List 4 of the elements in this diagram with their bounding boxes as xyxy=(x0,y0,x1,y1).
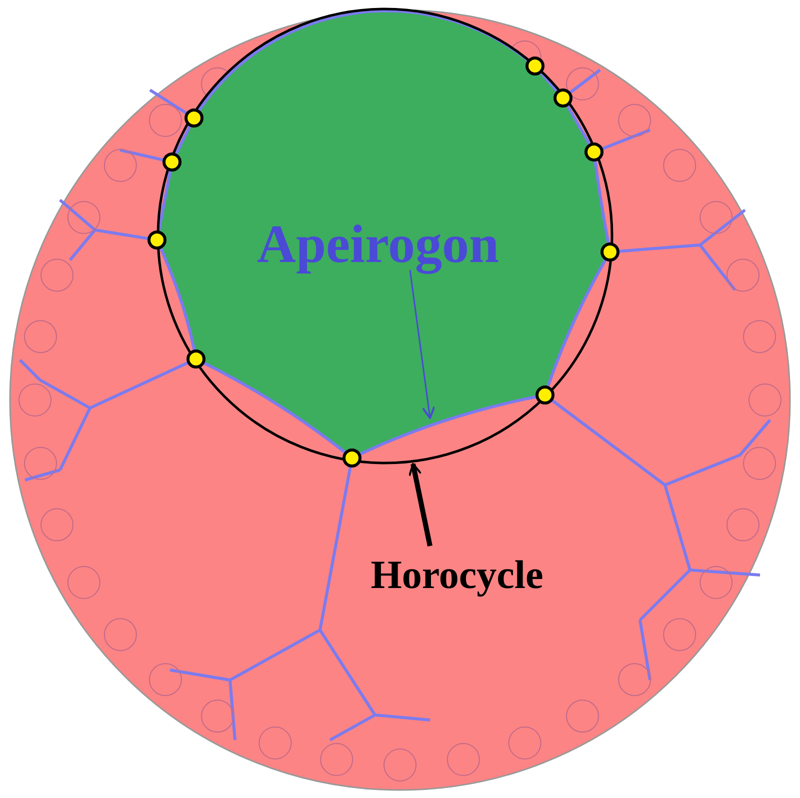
leader-line xyxy=(408,463,432,546)
part-label: Apeirogon xyxy=(256,214,500,274)
leader-line xyxy=(409,270,436,419)
part-label: Horocycle xyxy=(370,552,544,597)
